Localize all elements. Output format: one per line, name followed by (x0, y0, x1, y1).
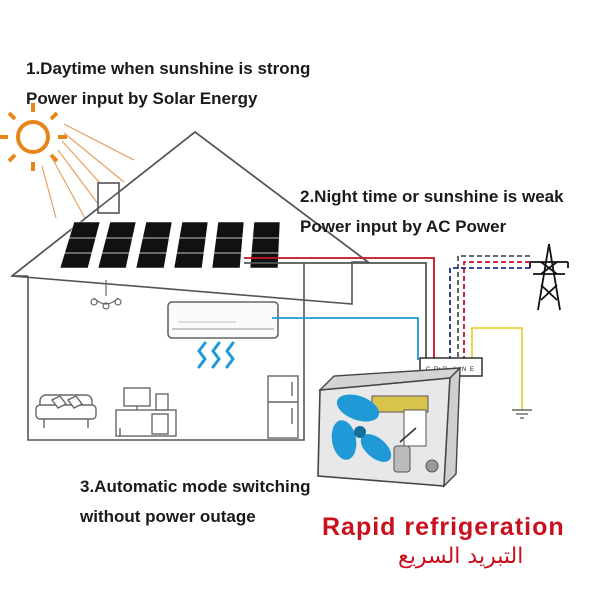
terminal-label: E (470, 367, 474, 373)
ground-icon (512, 409, 532, 419)
caption-night-line1: 2.Night time or sunshine is weak (300, 187, 564, 206)
caption-night: 2.Night time or sunshine is weak Power i… (300, 182, 564, 242)
caption-daytime: 1.Daytime when sunshine is strong Power … (26, 54, 310, 114)
indoor-ac-unit (167, 301, 279, 339)
caption-switching-line1: 3.Automatic mode switching (80, 477, 311, 496)
caption-switching: 3.Automatic mode switching without power… (80, 472, 310, 532)
transmission-tower-icon (529, 243, 569, 311)
solar-panels (59, 221, 281, 269)
headline-arabic: التبريد السريع (398, 544, 524, 569)
fridge-icon (267, 375, 299, 439)
desk-computer-icon (115, 387, 177, 437)
power-wires (244, 255, 530, 410)
caption-daytime-line2: Power input by Solar Energy (26, 89, 258, 108)
caption-night-line2: Power input by AC Power (300, 217, 507, 236)
house-outline (9, 130, 371, 441)
caption-daytime-line1: 1.Daytime when sunshine is strong (26, 59, 311, 78)
fan-icon (331, 394, 392, 462)
headline: Rapid refrigeration (322, 513, 565, 541)
cold-air-icon (197, 341, 235, 369)
caption-switching-line2: without power outage (80, 507, 256, 526)
chandelier-icon (90, 280, 122, 310)
terminal-label: N (462, 367, 466, 373)
sun-icon (0, 103, 67, 171)
sofa-icon (35, 394, 97, 428)
